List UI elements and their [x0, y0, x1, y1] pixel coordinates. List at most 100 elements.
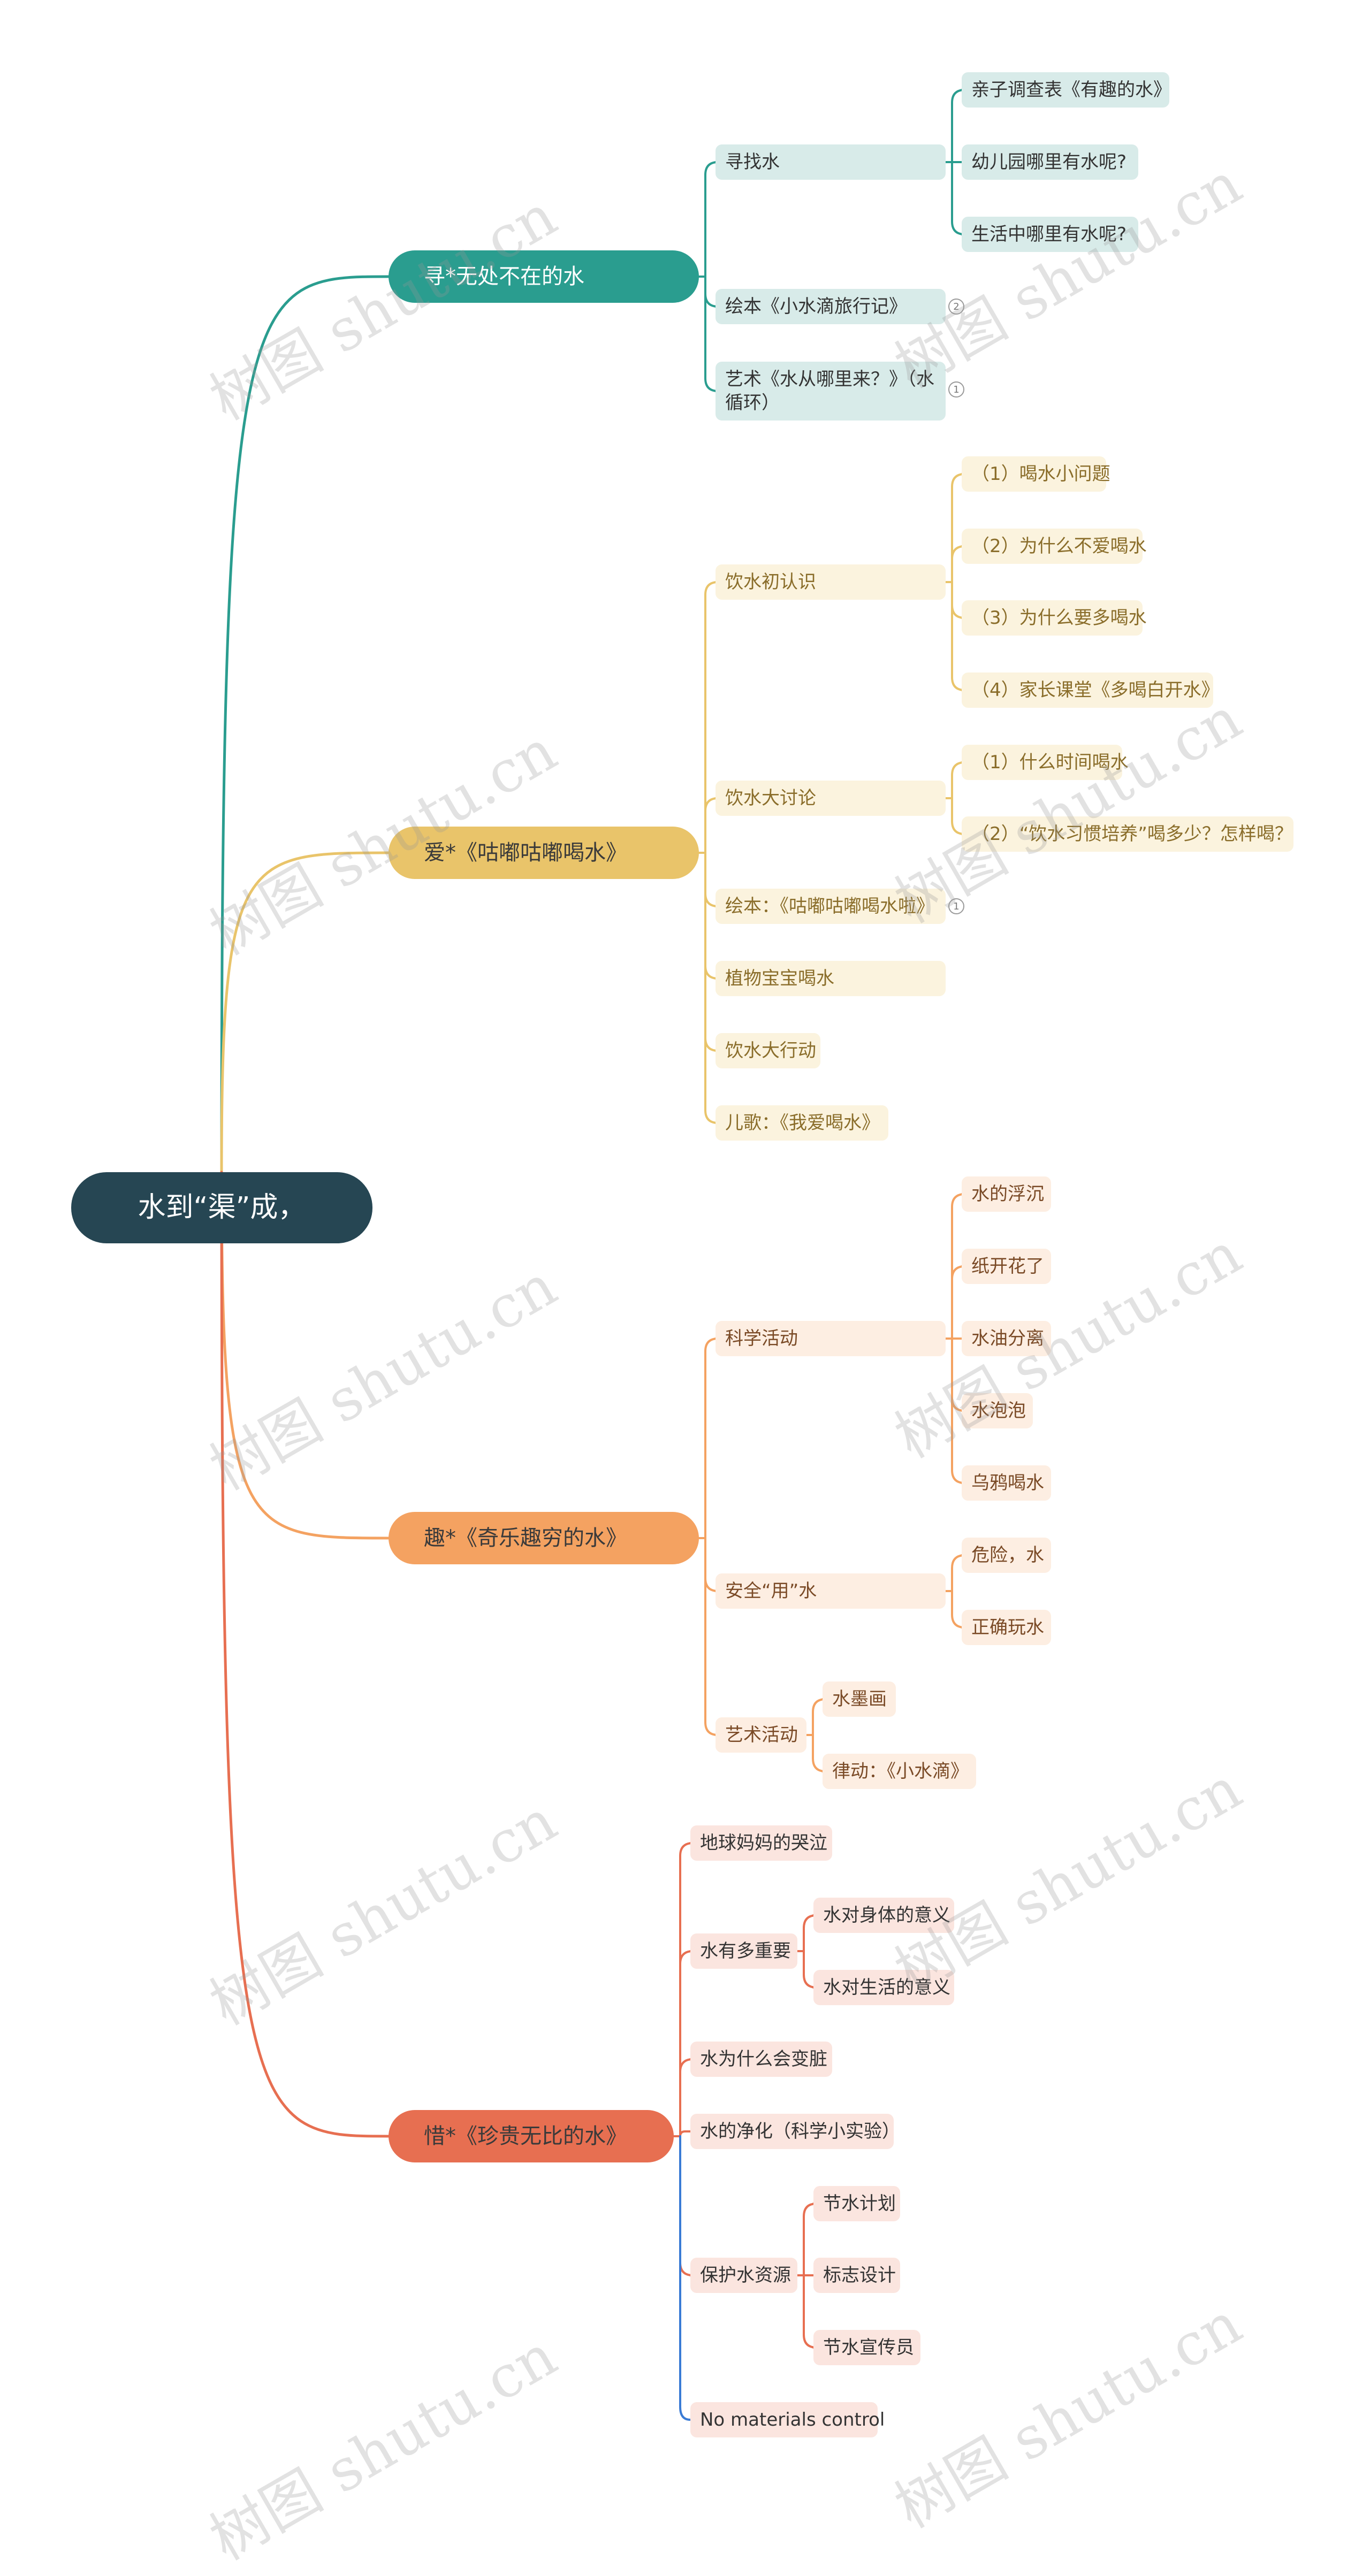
root-label: 水到“渠”成，	[138, 1191, 306, 1224]
leaf-label: 水对身体的意义	[823, 1904, 950, 1926]
leaf-label: 水对生活的意义	[823, 1976, 950, 1998]
topic-label: 饮水大行动	[725, 1039, 816, 1061]
leaf-label: 亲子调查表《有趣的水》	[971, 79, 1171, 101]
leaf-body-meaning[interactable]: 水对身体的意义	[813, 1898, 954, 1933]
leaf-life-meaning[interactable]: 水对生活的意义	[813, 1970, 954, 2005]
topic-safe-water[interactable]: 安全“用”水	[716, 1573, 946, 1609]
connector-line	[220, 275, 390, 1174]
topic-water-basics[interactable]: 饮水初认识	[716, 564, 946, 600]
badge-number: 1	[953, 384, 960, 395]
badge-number: 2	[953, 301, 960, 312]
topic-nursery-rhyme[interactable]: 儿歌：《我爱喝水》	[716, 1105, 888, 1141]
leaf-label: （1）喝水小问题	[971, 463, 1110, 485]
notes-count-badge[interactable]: 1	[948, 898, 964, 914]
topic-label: 水有多重要	[700, 1940, 791, 1962]
leaf-label: 节水宣传员	[823, 2336, 914, 2358]
leaf-question-1[interactable]: （1）喝水小问题	[962, 456, 1110, 492]
leaf-play-correctly[interactable]: 正确玩水	[962, 1610, 1051, 1645]
connector-line	[679, 2130, 691, 2137]
topic-protect-water[interactable]: 保护水资源	[690, 2258, 797, 2293]
topic-label: 饮水大讨论	[725, 787, 816, 809]
connector-line	[704, 1537, 719, 1736]
topic-earth-mother-crying[interactable]: 地球妈妈的哭泣	[690, 1825, 832, 1861]
leaf-danger-water[interactable]: 危险，水	[962, 1538, 1051, 1573]
leaf-paper-bloom[interactable]: 纸开花了	[962, 1249, 1051, 1284]
root-topic[interactable]: 水到“渠”成，	[71, 1172, 372, 1243]
topic-label: 保护水资源	[700, 2264, 791, 2286]
leaf-when-drink[interactable]: （1）什么时间喝水	[962, 745, 1129, 780]
leaf-life-water[interactable]: 生活中哪里有水呢?	[962, 217, 1138, 252]
connector-line	[704, 161, 719, 278]
topic-plant-drinking[interactable]: 植物宝宝喝水	[716, 961, 946, 996]
topic-label: 水为什么会变脏	[700, 2048, 827, 2070]
leaf-rhythm-droplet[interactable]: 律动：《小水滴》	[823, 1754, 976, 1789]
topic-art-activities[interactable]: 艺术活动	[716, 1717, 806, 1753]
topic-water-discussion[interactable]: 饮水大讨论	[716, 781, 946, 816]
badge-number: 1	[953, 900, 960, 912]
topic-water-importance[interactable]: 水有多重要	[690, 1933, 797, 1969]
leaf-float-sink[interactable]: 水的浮沉	[962, 1176, 1051, 1212]
leaf-label: 标志设计	[823, 2264, 896, 2286]
topic-label: 水的净化（科学小实验）	[700, 2120, 900, 2142]
connector-line	[220, 1171, 390, 2138]
branch-love-drinking[interactable]: 爱*《咕嘟咕嘟喝水》	[389, 827, 699, 879]
topic-no-materials-control[interactable]: No materials control	[690, 2402, 885, 2437]
topic-find-water[interactable]: 寻找水	[716, 144, 946, 180]
leaf-ink-painting[interactable]: 水墨画	[823, 1681, 896, 1717]
leaf-label: 生活中哪里有水呢?	[971, 223, 1127, 245]
leaf-label: 节水计划	[823, 2192, 896, 2214]
topic-label: 儿歌：《我爱喝水》	[725, 1112, 880, 1134]
leaf-saving-plan[interactable]: 节水计划	[813, 2186, 900, 2221]
branch-fun-water[interactable]: 趣*《奇乐趣穷的水》	[389, 1512, 699, 1564]
branch-label: 趣*《奇乐趣穷的水》	[424, 1526, 627, 1550]
topic-label: No materials control	[700, 2409, 885, 2430]
connector-lines	[220, 89, 965, 2421]
topic-science-activities[interactable]: 科学活动	[716, 1321, 946, 1356]
notes-count-badge[interactable]: 1	[948, 381, 964, 398]
leaf-label: 水油分离	[971, 1327, 1044, 1349]
leaf-label: 幼儿园哪里有水呢?	[971, 151, 1127, 173]
topic-drinking-action[interactable]: 饮水大行动	[716, 1033, 820, 1068]
connector-line	[704, 1337, 719, 1539]
leaf-label: 危险，水	[971, 1544, 1044, 1566]
connector-line	[220, 1171, 390, 1540]
leaf-bubbles[interactable]: 水泡泡	[962, 1393, 1033, 1428]
branch-label: 寻*无处不在的水	[424, 264, 584, 289]
topic-label: 绘本《小水滴旅行记》	[725, 295, 907, 317]
leaf-survey[interactable]: 亲子调查表《有趣的水》	[962, 72, 1171, 108]
branch-label: 爱*《咕嘟咕嘟喝水》	[424, 840, 627, 865]
topic-label: 科学活动	[725, 1327, 798, 1349]
leaf-label: 乌鸦喝水	[971, 1472, 1044, 1494]
leaf-drinking-habit[interactable]: （2）“饮水习惯培养”喝多少？怎样喝？	[962, 816, 1293, 852]
topic-picture-book-droplet[interactable]: 绘本《小水滴旅行记》	[716, 289, 946, 324]
leaf-question-2[interactable]: （2）为什么不爱喝水	[962, 529, 1147, 564]
branch-label: 惜*《珍贵无比的水》	[424, 2124, 627, 2149]
leaf-label: （4）家长课堂《多喝白开水》	[971, 679, 1220, 701]
connector-line	[679, 1842, 694, 2137]
leaf-oil-water[interactable]: 水油分离	[962, 1321, 1051, 1356]
leaf-kindergarten-water[interactable]: 幼儿园哪里有水呢?	[962, 144, 1138, 180]
connector-line	[704, 852, 719, 1052]
topic-why-water-dirty[interactable]: 水为什么会变脏	[690, 2042, 832, 2077]
topic-water-purification[interactable]: 水的净化（科学小实验）	[690, 2114, 900, 2149]
branch-cherish-water[interactable]: 惜*《珍贵无比的水》	[389, 2110, 674, 2162]
topic-art-water-cycle[interactable]: 艺术《水从哪里来？》（水循环）	[716, 362, 946, 421]
leaf-sign-design[interactable]: 标志设计	[813, 2258, 900, 2293]
topic-picture-book-gulp[interactable]: 绘本：《咕嘟咕嘟喝水啦》	[716, 889, 946, 924]
leaf-label: （2）为什么不爱喝水	[971, 535, 1147, 557]
topic-label: 绘本：《咕嘟咕嘟喝水啦》	[725, 895, 934, 917]
leaf-saving-promoter[interactable]: 节水宣传员	[813, 2330, 920, 2365]
leaf-crow-drinks[interactable]: 乌鸦喝水	[962, 1465, 1051, 1501]
topic-label: 艺术《水从哪里来？》（水循环）	[725, 368, 934, 414]
leaf-parent-class[interactable]: （4）家长课堂《多喝白开水》	[962, 672, 1220, 708]
leaf-question-3[interactable]: （3）为什么要多喝水	[962, 600, 1147, 636]
connector-line	[220, 851, 390, 1174]
topic-label: 安全“用”水	[725, 1580, 817, 1602]
branch-seek-water[interactable]: 寻*无处不在的水	[389, 250, 699, 303]
leaf-label: 律动：《小水滴》	[832, 1760, 969, 1782]
leaf-label: （3）为什么要多喝水	[971, 607, 1147, 629]
leaf-label: 正确玩水	[971, 1616, 1044, 1638]
notes-count-badge[interactable]: 2	[948, 299, 964, 315]
connector-line	[951, 473, 965, 583]
connector-line	[679, 2135, 694, 2276]
